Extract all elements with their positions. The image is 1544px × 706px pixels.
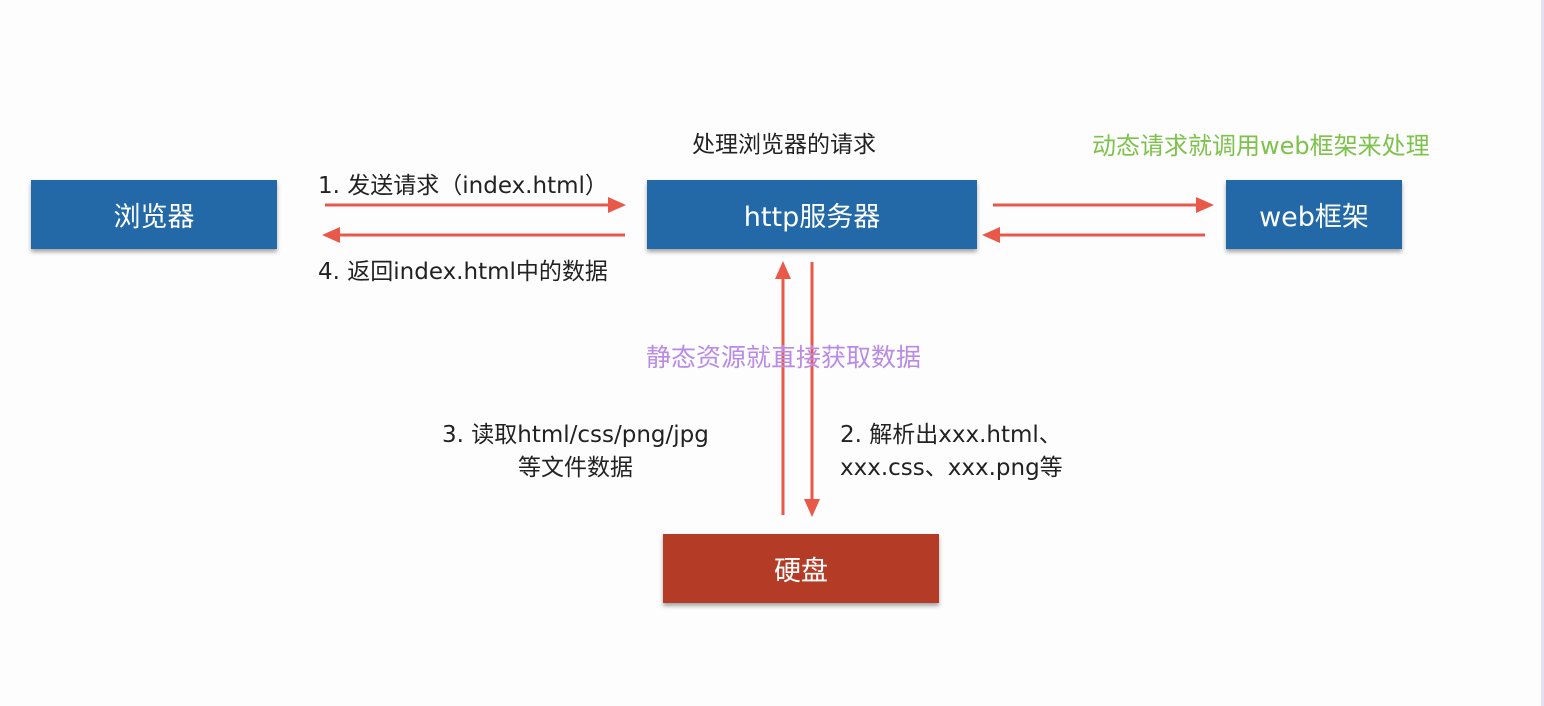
arrow-from-framework-head	[982, 227, 1000, 243]
step3-line1: 3. 读取html/css/png/jpg	[442, 422, 709, 448]
step1-label: 1. 发送请求（index.html）	[318, 173, 608, 199]
window-edge	[1541, 0, 1544, 706]
http-server-label: http服务器	[743, 202, 881, 233]
step3-line2: 等文件数据	[517, 455, 633, 481]
step2-line2: xxx.css、xxx.png等	[840, 455, 1063, 481]
disk-node: 硬盘	[663, 534, 939, 603]
dynamic-request-note: 动态请求就调用web框架来处理	[1092, 132, 1430, 160]
arrow-request-head	[608, 197, 626, 213]
step4-label: 4. 返回index.html中的数据	[318, 259, 608, 285]
arrow-read-up-head	[775, 261, 791, 279]
arrow-to-framework-head	[1196, 197, 1214, 213]
http-server-caption: 处理浏览器的请求	[692, 132, 876, 158]
disk-label: 硬盘	[774, 556, 828, 587]
arrow-parse-down-head	[804, 499, 820, 517]
browser-label: 浏览器	[113, 202, 195, 233]
step2-label: 2. 解析出xxx.html、 xxx.css、xxx.png等	[840, 419, 1063, 485]
arrow-response-head	[322, 227, 340, 243]
http-server-node: http服务器	[647, 180, 977, 249]
browser-node: 浏览器	[31, 180, 277, 249]
step3-label: 3. 读取html/css/png/jpg 等文件数据	[442, 419, 709, 485]
static-resource-note: 静态资源就直接获取数据	[646, 343, 922, 372]
web-framework-node: web框架	[1226, 180, 1402, 249]
web-framework-label: web框架	[1259, 202, 1369, 233]
step2-line1: 2. 解析出xxx.html、	[840, 422, 1062, 448]
